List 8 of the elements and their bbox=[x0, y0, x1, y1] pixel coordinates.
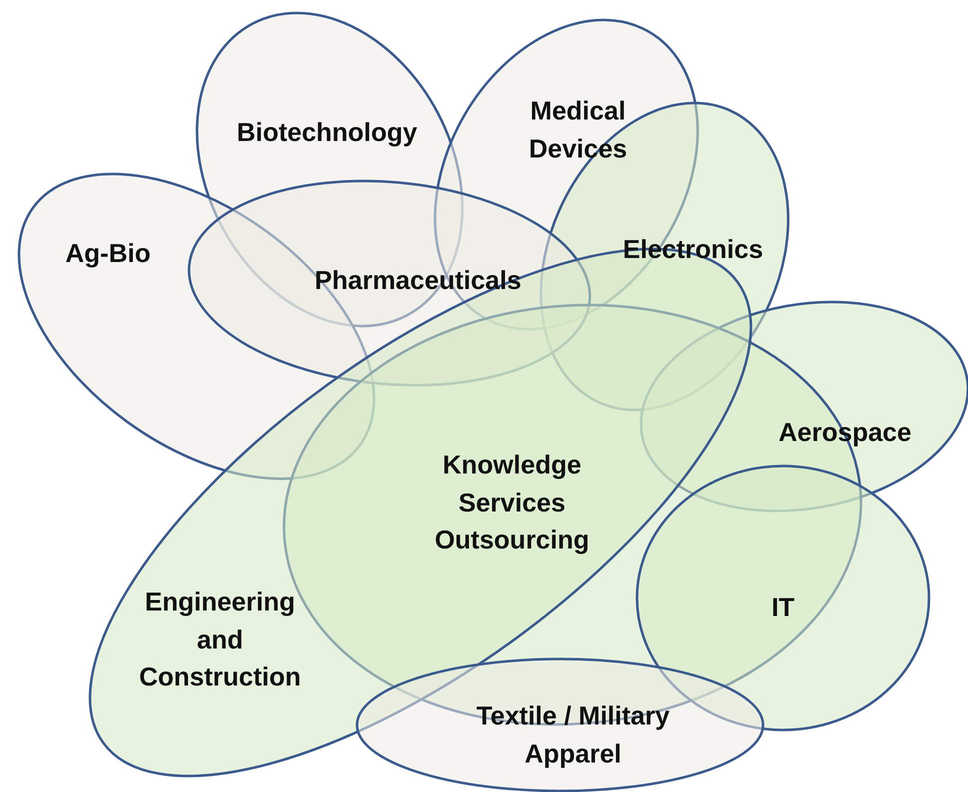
category-label: Engineering and Construction bbox=[138, 585, 302, 694]
category-label: IT bbox=[770, 591, 796, 624]
category-label: Biotechnology bbox=[236, 116, 418, 150]
category-label: Knowledge Services Outsourcing bbox=[434, 448, 590, 557]
category-label: Electronics bbox=[622, 233, 764, 266]
category-label: Pharmaceuticals bbox=[314, 264, 522, 298]
category-label: Textile / Military Apparel bbox=[475, 699, 671, 770]
category-label: Ag-Bio bbox=[64, 237, 152, 270]
